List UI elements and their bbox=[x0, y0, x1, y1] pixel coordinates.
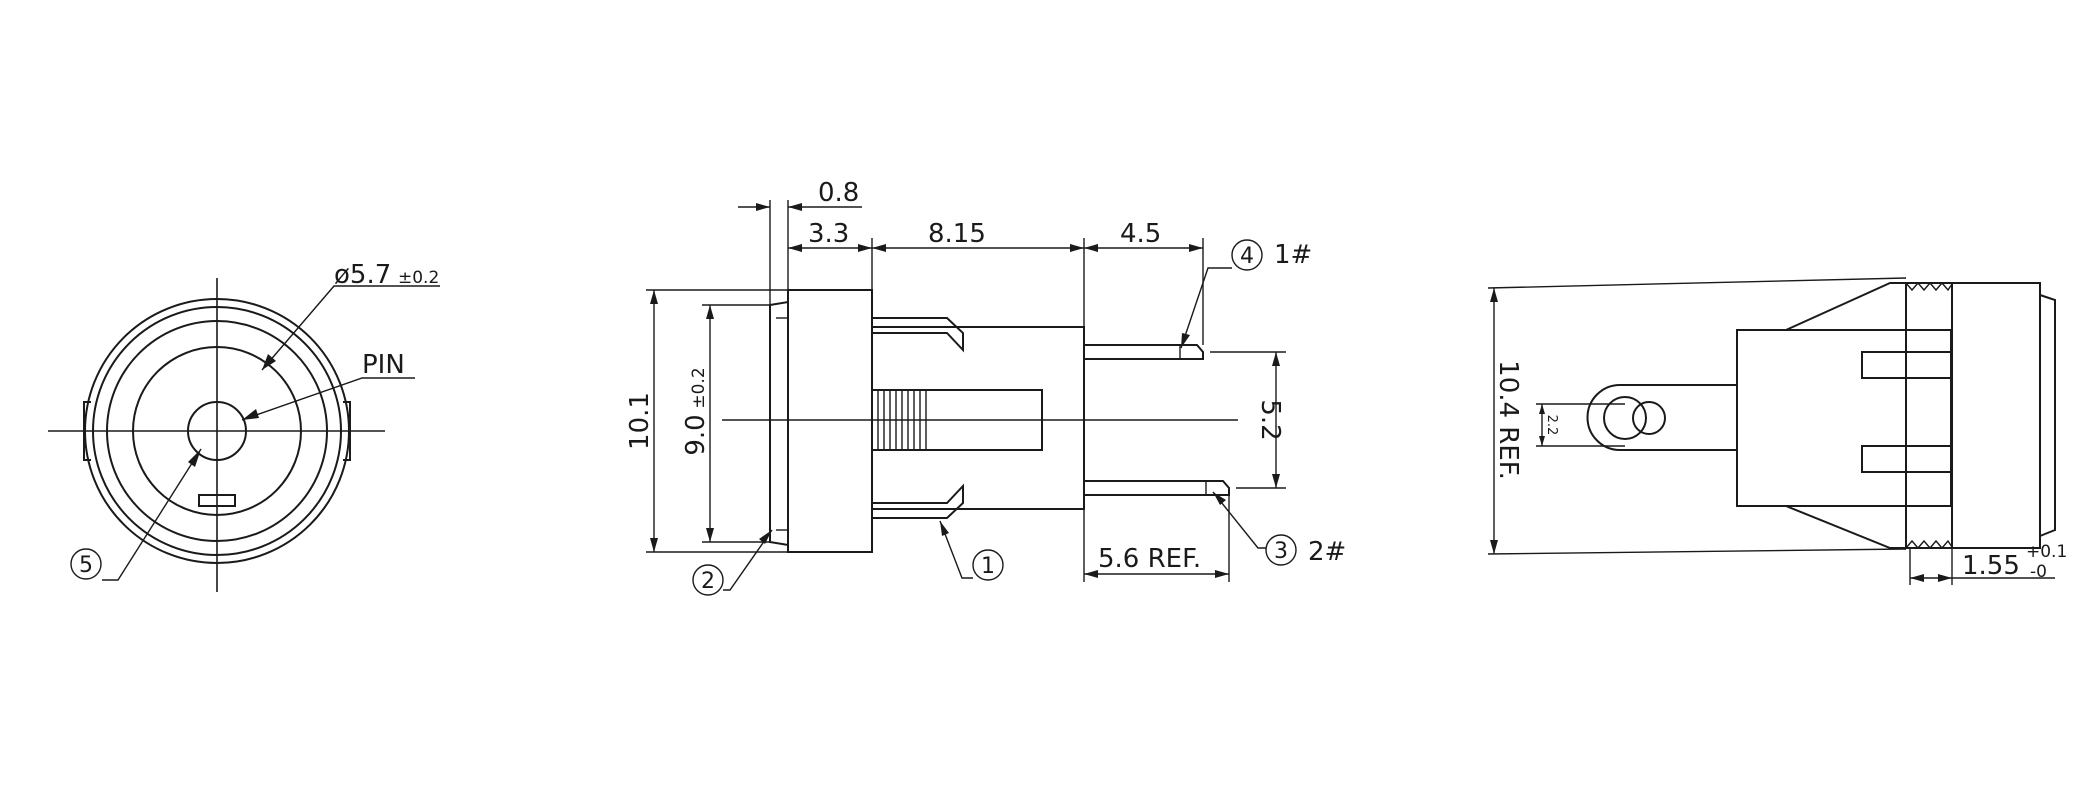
dim-9-0-label: 9.0 bbox=[681, 414, 711, 455]
dim-5-6-arrow-left bbox=[1084, 570, 1098, 578]
right-housing-bottom-slope bbox=[1785, 505, 1952, 549]
right-thread-teeth bbox=[1905, 281, 1953, 550]
dim-2-2-label: 2.2 bbox=[1544, 415, 1559, 436]
dim-5-6-label: 5.6 REF. bbox=[1098, 544, 1201, 574]
callout-2-circle bbox=[692, 564, 724, 596]
dim-5-6-arrow-right bbox=[1215, 570, 1229, 578]
callout-4-leader bbox=[1180, 267, 1232, 349]
pin-1-label: 1# bbox=[1274, 240, 1312, 270]
callout-4-arrowhead bbox=[1181, 333, 1190, 348]
callout-1-leader bbox=[939, 520, 973, 579]
side-top-terminal-tab bbox=[872, 317, 964, 353]
dim-3-3-label: 3.3 bbox=[808, 219, 849, 249]
callout-1-number: 1 bbox=[981, 554, 995, 579]
dim-8-15-arrow-right bbox=[1070, 244, 1084, 252]
dim-3-3-arrow-left bbox=[788, 244, 802, 252]
right-view: 10.4 REF. 2.2 1.55 +0.1 -0 bbox=[1487, 277, 2067, 585]
dim-0-8-arrow-right bbox=[788, 203, 802, 211]
front-outer-circle-2 bbox=[92, 306, 342, 556]
callout-2-leader bbox=[723, 529, 773, 591]
right-threaded-neck bbox=[1905, 282, 1953, 549]
callout-5-number: 5 bbox=[79, 553, 93, 578]
side-pin-bottom bbox=[1084, 480, 1230, 496]
right-body-block bbox=[1736, 329, 1952, 507]
front-right-lug bbox=[343, 401, 351, 461]
right-shaft-end-arc bbox=[1586, 384, 1621, 451]
dim-5-2-label: 5.2 bbox=[1255, 399, 1285, 440]
pin-leader bbox=[241, 377, 415, 421]
callout-2-arrowhead bbox=[759, 530, 772, 544]
dim-1-55-tol-minus: -0 bbox=[2030, 562, 2047, 582]
callout-3-leader bbox=[1212, 491, 1266, 549]
dim-5-2-arrow-bottom bbox=[1272, 474, 1280, 488]
side-bottom-terminal-tab bbox=[872, 483, 964, 519]
front-mid-circle bbox=[106, 320, 328, 542]
dim-3-3-arrow-right bbox=[858, 244, 872, 252]
dim-10-4-arrow-top bbox=[1490, 288, 1498, 302]
dim-2-2-arrow-bottom bbox=[1539, 436, 1545, 446]
right-head-lip bbox=[2039, 294, 2056, 537]
diameter-tolerance: ±0.2 bbox=[398, 268, 439, 288]
pin-2-label: 2# bbox=[1308, 537, 1346, 567]
diameter-leader bbox=[261, 285, 440, 371]
dim-4-5-arrow-right bbox=[1189, 244, 1203, 252]
right-lug-circle-1 bbox=[1603, 396, 1647, 440]
dim-4-5-arrow-left bbox=[1084, 244, 1098, 252]
callout-5-leader bbox=[102, 448, 202, 581]
side-view: 0.8 3.3 8.15 4.5 10.1 9.0 ±0.2 5.2 bbox=[625, 178, 1346, 596]
dim-4-5-label: 4.5 bbox=[1120, 219, 1161, 249]
dim-10-4-label: 10.4 REF. bbox=[1493, 360, 1523, 480]
side-flange-lip bbox=[769, 300, 789, 547]
right-outline-top bbox=[1487, 277, 1907, 289]
dim-5-2-arrow-top bbox=[1272, 352, 1280, 366]
dim-2-2-arrow-top bbox=[1539, 404, 1545, 414]
pin-arrowhead bbox=[242, 409, 259, 420]
pin-label: PIN bbox=[362, 350, 405, 380]
callout-4-circle bbox=[1231, 239, 1263, 271]
dim-10-1-arrow-bottom bbox=[650, 538, 658, 552]
callout-2-number: 2 bbox=[701, 569, 715, 594]
dim-1-55-tol-plus: +0.1 bbox=[2026, 542, 2067, 562]
callout-4-number: 4 bbox=[1240, 244, 1254, 269]
front-key-notch bbox=[198, 494, 236, 507]
callout-3-circle bbox=[1265, 534, 1297, 566]
callout-3-arrowhead bbox=[1213, 492, 1226, 505]
right-head-cap bbox=[1951, 282, 2041, 549]
side-pin-top bbox=[1084, 344, 1204, 360]
right-lug-circle-2 bbox=[1632, 401, 1666, 435]
front-inner-circle bbox=[132, 346, 302, 516]
right-housing-top-slope bbox=[1785, 282, 1952, 331]
callout-1-circle bbox=[972, 549, 1004, 581]
dim-10-4-arrow-bottom bbox=[1490, 540, 1498, 554]
dim-8-15-arrow-left bbox=[872, 244, 886, 252]
dim-1-55-arrow-right bbox=[1938, 574, 1952, 582]
dim-0-8-label: 0.8 bbox=[818, 178, 859, 208]
dim-1-55-label: 1.55 bbox=[1962, 551, 2020, 581]
dim-10-1-arrow-top bbox=[650, 290, 658, 304]
front-view: ø5.7 ±0.2 PIN 5 bbox=[48, 260, 440, 592]
side-flange bbox=[787, 289, 873, 553]
callout-3-number: 3 bbox=[1274, 539, 1288, 564]
callout-5-circle bbox=[70, 548, 102, 580]
dim-1-55-arrow-left bbox=[1910, 574, 1924, 582]
dim-9-0-arrow-bottom bbox=[706, 528, 714, 542]
callout-1-arrowhead bbox=[940, 521, 949, 536]
dim-9-0-arrow-top bbox=[706, 305, 714, 319]
callout-5-arrowhead bbox=[188, 449, 201, 467]
diameter-arrowhead bbox=[262, 354, 276, 370]
dim-8-15-label: 8.15 bbox=[928, 219, 986, 249]
right-outline-bottom bbox=[1487, 548, 1907, 555]
dim-0-8-arrow-left bbox=[756, 203, 770, 211]
diameter-label: ø5.7 bbox=[334, 260, 391, 290]
front-left-lug bbox=[83, 401, 91, 461]
front-pin-circle bbox=[187, 401, 247, 461]
dim-10-1-label: 10.1 bbox=[625, 392, 655, 450]
side-body bbox=[871, 326, 1085, 510]
dim-9-0-tolerance: ±0.2 bbox=[689, 367, 709, 408]
